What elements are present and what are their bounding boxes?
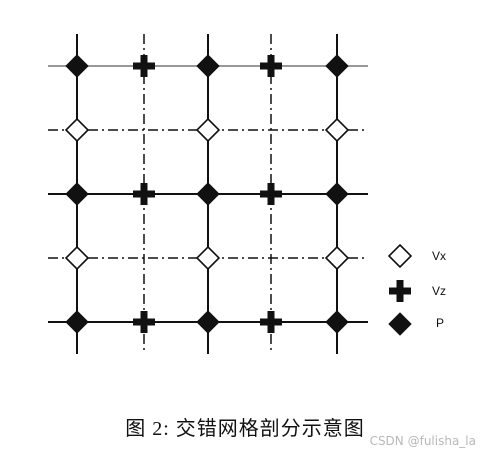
grid-markers <box>64 54 350 334</box>
legend-markers <box>387 243 413 336</box>
p-node-marker <box>325 54 349 78</box>
legend-p-marker <box>388 312 412 336</box>
legend-label-vx: Vx <box>432 249 447 263</box>
legend-label-p: P <box>436 316 445 330</box>
vz-node-marker <box>260 55 282 77</box>
p-node-marker <box>65 54 89 78</box>
legend-vx-marker <box>387 243 413 269</box>
vx-node-marker <box>64 117 90 143</box>
vx-node-marker <box>64 245 90 271</box>
p-node-marker <box>325 310 349 334</box>
vz-node-marker <box>133 55 155 77</box>
legend-vz-marker <box>389 280 411 302</box>
vz-node-marker <box>260 311 282 333</box>
p-node-marker <box>65 182 89 206</box>
vx-node-marker <box>324 117 350 143</box>
vx-node-marker <box>195 117 221 143</box>
vx-node-marker <box>324 245 350 271</box>
vx-node-marker <box>195 245 221 271</box>
legend-label-vz: Vz <box>432 284 447 298</box>
p-node-marker <box>196 310 220 334</box>
figure-caption: 图 2: 交错网格剖分示意图 <box>125 418 365 440</box>
p-node-marker <box>325 182 349 206</box>
watermark: CSDN @fulisha_la <box>369 434 476 448</box>
p-node-marker <box>65 310 89 334</box>
p-node-marker <box>196 182 220 206</box>
vz-node-marker <box>133 311 155 333</box>
vz-node-marker <box>260 183 282 205</box>
vz-node-marker <box>133 183 155 205</box>
p-node-marker <box>196 54 220 78</box>
